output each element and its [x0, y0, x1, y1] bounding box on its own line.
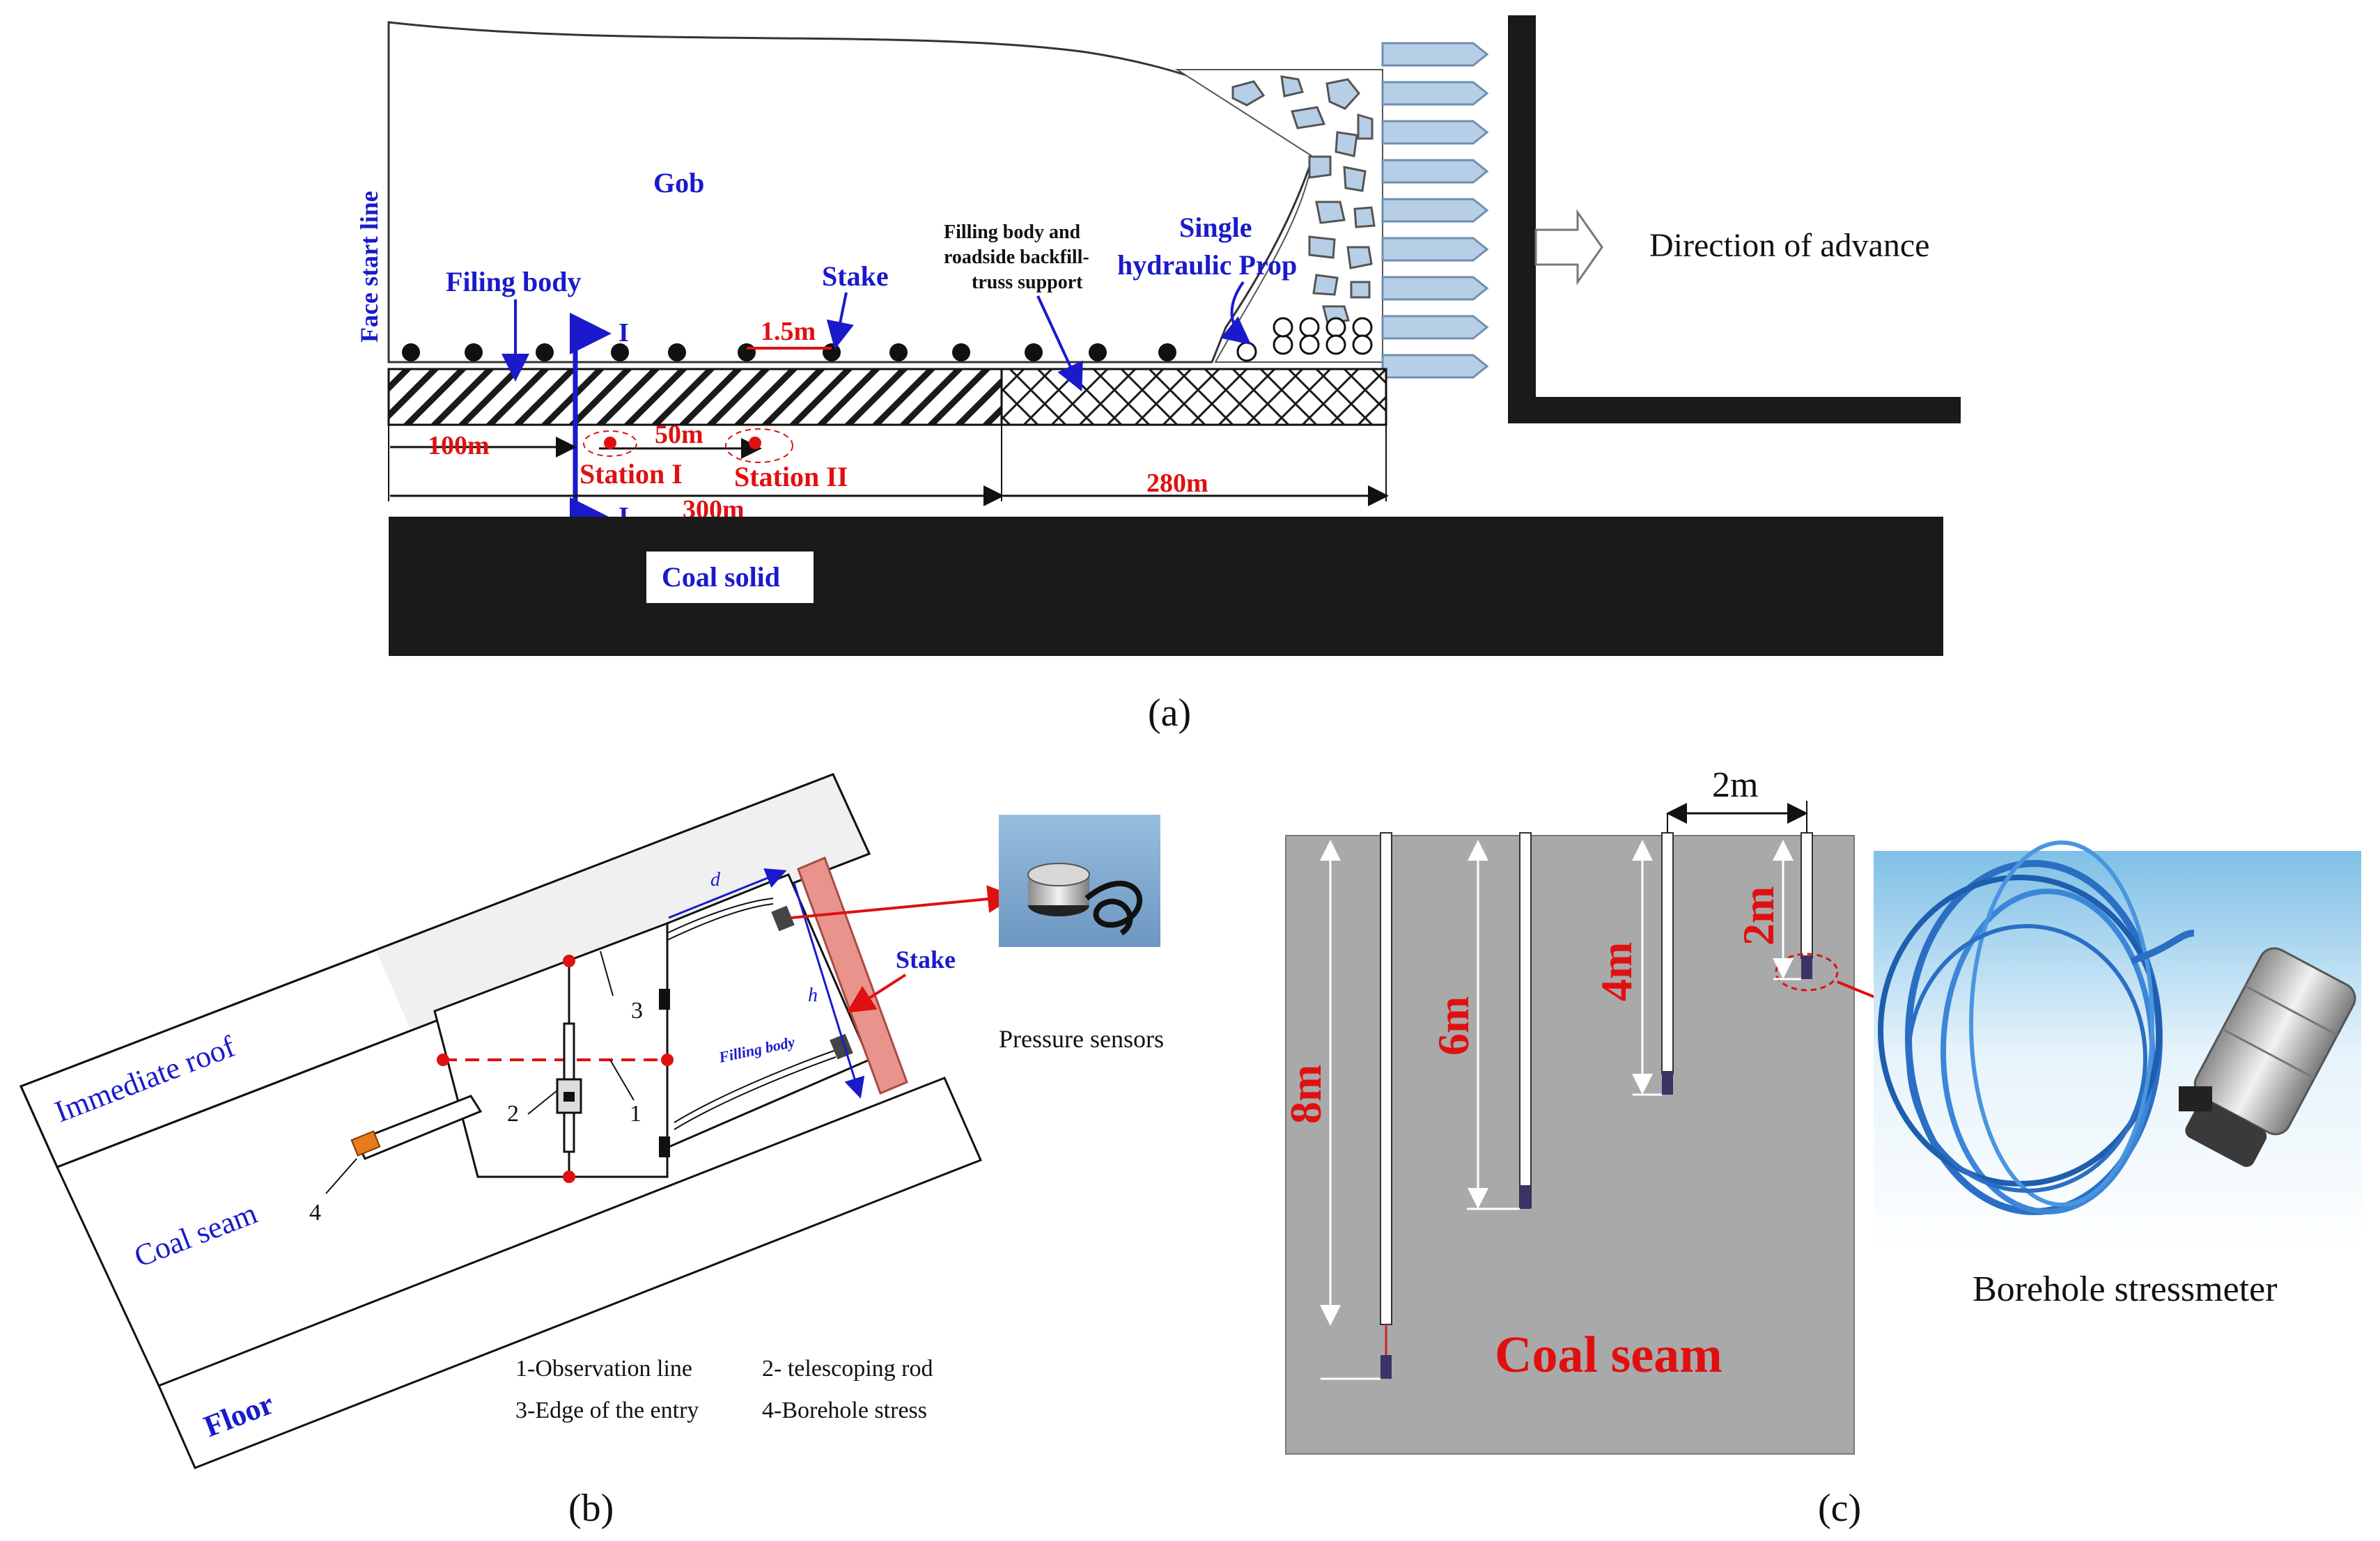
spacing-label: 2m — [1712, 765, 1758, 805]
borehole-6m — [1519, 832, 1532, 1208]
callout-3: 3 — [631, 998, 643, 1024]
coal-seam-edge — [56, 1166, 160, 1386]
coal-seam-c-label: Coal seam — [1495, 1327, 1722, 1384]
coal-solid-label: Coal solid — [662, 561, 780, 593]
dim-100-label: 100m — [428, 431, 490, 460]
depth-2m-label: 2m — [1734, 886, 1783, 946]
borehole-stress-sensor — [350, 1130, 381, 1157]
anchor-block-2 — [659, 1136, 670, 1157]
pressure-sensors-label: Pressure sensors — [999, 1025, 1164, 1053]
station-2-label: Station II — [734, 461, 848, 492]
sensor-8m — [1380, 1355, 1392, 1379]
dim-50-label: 50m — [655, 420, 703, 449]
immediate-roof-shade — [376, 774, 869, 1031]
borehole-4m — [1661, 832, 1674, 1074]
caption-b: (b) — [568, 1487, 614, 1530]
stake-arrow — [826, 292, 854, 350]
legend-2: 2- telescoping rod — [762, 1356, 933, 1382]
sensor-6m — [1520, 1185, 1531, 1209]
stake-band — [797, 856, 908, 1095]
single-prop-label-1: Single — [1179, 212, 1252, 243]
roadway-section — [433, 921, 669, 1178]
face-start-line-label: Face start line — [355, 191, 383, 343]
dim-d-line — [668, 868, 787, 919]
legend-4: 4-Borehole stress — [762, 1398, 927, 1423]
depth-4m-label: 4m — [1592, 942, 1641, 1001]
filling-support-label-3: truss support — [972, 272, 1083, 293]
floor — [157, 1077, 983, 1469]
coal-solid — [389, 517, 1943, 656]
hydraulic-supports — [1381, 42, 1489, 379]
sensor-photo-arrow — [791, 885, 1016, 919]
single-hydraulic-props — [1236, 317, 1373, 362]
stake-b-arrow — [846, 973, 907, 1013]
direction-arrow — [1534, 209, 1603, 285]
station-1-point — [604, 437, 616, 449]
dim-h-label: h — [808, 985, 818, 1006]
rock-fragments — [1231, 75, 1376, 324]
stakes — [402, 343, 1176, 361]
borehole-2m — [1800, 832, 1813, 959]
callout-1-line — [609, 1059, 635, 1101]
filling-body-crossed — [1000, 368, 1387, 426]
depth-8m-label: 8m — [1281, 1065, 1330, 1124]
panel-b: Filling body d h Stake 3 1 2 4 — [19, 773, 1164, 1530]
caption-c: (c) — [1818, 1487, 1861, 1530]
anchor-block-1 — [659, 989, 670, 1010]
filling-support-arrow — [1036, 295, 1083, 392]
depth-6m-label: 6m — [1429, 996, 1478, 1056]
panel-c: 2m 8m 6m 4m 2m Coal seam Borehole stress… — [1281, 765, 2361, 1530]
filling-support-label-2: roadside backfill- — [944, 247, 1089, 268]
pressure-sensor-photo — [999, 815, 1160, 947]
callout-2: 2 — [507, 1101, 519, 1127]
station-1-label: Station I — [580, 458, 683, 490]
single-prop-label-2: hydraulic Prop — [1117, 249, 1297, 281]
callout-2-line — [527, 1090, 558, 1115]
coal-solid-label-box — [646, 552, 814, 603]
stake-spacing-label: 1.5m — [761, 317, 816, 346]
borehole-8m — [1380, 832, 1392, 1325]
working-face — [1508, 15, 1961, 423]
single-prop-arrow — [1220, 281, 1252, 345]
legend-1: 1-Observation line — [515, 1356, 692, 1382]
filling-support-label-1: Filling body and — [944, 221, 1081, 243]
sensor-2m — [1801, 955, 1812, 979]
filling-body-hatched — [387, 368, 1003, 426]
stake-label: Stake — [822, 260, 889, 292]
legend-3: 3-Edge of the entry — [515, 1398, 699, 1423]
station-2-ring — [725, 428, 793, 463]
sensor-4m — [1662, 1071, 1673, 1095]
borehole — [355, 1095, 483, 1160]
section-mark-top: I — [619, 318, 629, 347]
stake-b-label: Stake — [896, 946, 956, 973]
station-1-ring — [583, 430, 637, 457]
coal-seam-b-label: Coal seam — [130, 1196, 262, 1274]
callout-3-line — [600, 951, 614, 996]
gob-area — [387, 21, 1314, 363]
filing-body-label: Filing body — [446, 266, 582, 297]
gob-label: Gob — [653, 167, 704, 198]
caption-a: (a) — [1148, 691, 1191, 735]
direction-label: Direction of advance — [1649, 227, 1929, 264]
callout-4: 4 — [309, 1200, 321, 1226]
callout-1: 1 — [630, 1101, 641, 1127]
station-2-point — [749, 437, 761, 449]
dim-h-line — [793, 882, 865, 1099]
panel-a: Direction of advance 1.5m Gob Face start… — [355, 15, 1961, 735]
callout-4-line — [325, 1158, 357, 1194]
pressure-sensor-top — [771, 905, 795, 932]
dim-d-label: d — [710, 869, 721, 891]
sensor-2m-ring — [1775, 953, 1839, 992]
stressmeter-photo — [1874, 840, 2361, 1255]
borehole-stressmeter-label: Borehole stressmeter — [1973, 1269, 2278, 1309]
dim-280-label: 280m — [1146, 469, 1208, 498]
